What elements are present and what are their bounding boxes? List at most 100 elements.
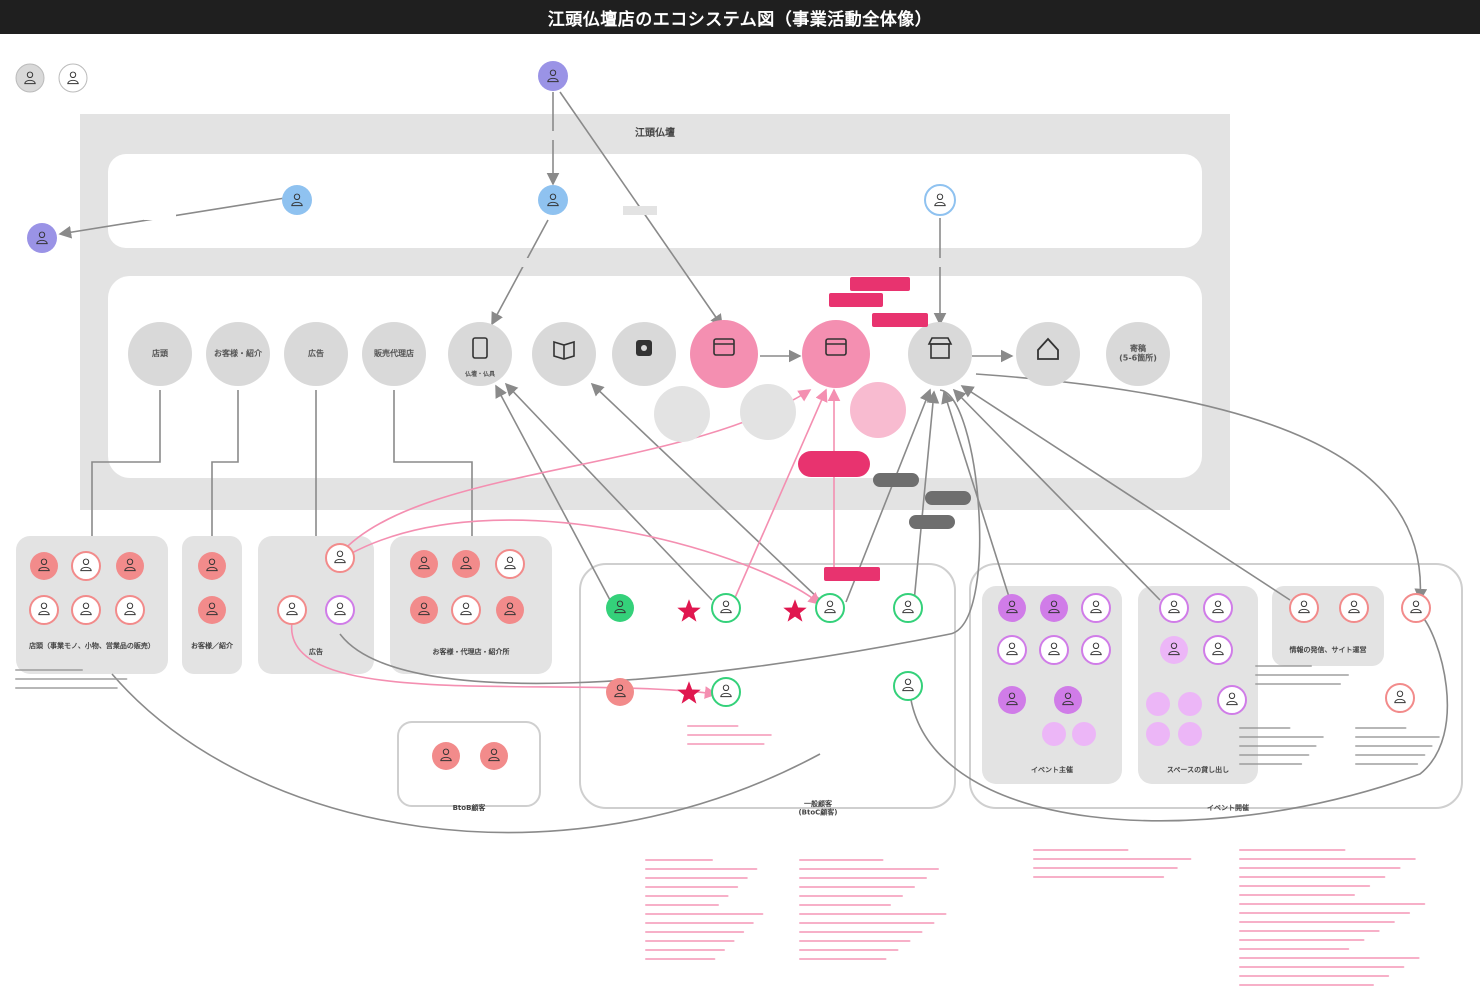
- media-node-label: お客様・紹介: [214, 348, 263, 358]
- group-labels: 店頭（事業モノ、小物、営業品の販売） お客様／紹介 広告 お客様・代理店・紹介所…: [29, 641, 1366, 816]
- media-node: [1016, 322, 1080, 386]
- media-node: [908, 322, 972, 386]
- person-node: [998, 594, 1026, 622]
- media-node: [612, 322, 676, 386]
- person-node: [1339, 593, 1369, 623]
- space-rental-label: スペースの貸し出し: [1167, 765, 1229, 774]
- person-node: [496, 596, 524, 624]
- pink-tag: [872, 313, 928, 327]
- person-node: [1203, 635, 1233, 665]
- person-node: [1289, 593, 1319, 623]
- company-label: 江頭仏壇: [635, 126, 675, 139]
- pink-tag: [798, 451, 870, 477]
- star-icon: [677, 599, 701, 622]
- media-node-label: 寄稿(5-6箇所): [1119, 343, 1157, 363]
- person-node: [495, 549, 525, 579]
- media-node: 寄稿(5-6箇所): [1106, 322, 1170, 386]
- person-node: [410, 596, 438, 624]
- person-node: [432, 742, 460, 770]
- star-icon: [677, 681, 701, 704]
- shop-icon: [927, 337, 953, 359]
- media-node: 仏壇・仏具: [448, 322, 512, 386]
- person-node: [116, 552, 144, 580]
- title-text: 江頭仏壇店のエコシステム図（事業活動全体像）: [547, 9, 933, 30]
- media-node: お客様・紹介: [206, 322, 270, 386]
- book-icon: [553, 340, 575, 360]
- tablet-icon: [472, 337, 488, 359]
- person-node: [998, 686, 1026, 714]
- person-node: [198, 596, 226, 624]
- person-node: [30, 552, 58, 580]
- small-node: [1042, 722, 1066, 746]
- media-node: 広告: [284, 322, 348, 386]
- person-node: [1081, 593, 1111, 623]
- small-node: [1072, 722, 1096, 746]
- pink-tag: [824, 567, 880, 581]
- sales-site-group: [1272, 586, 1384, 666]
- person-node: [451, 595, 481, 625]
- media-node-label: 広告: [308, 348, 324, 358]
- people: [29, 543, 1431, 770]
- tags: [798, 277, 971, 581]
- person-node: [1159, 593, 1189, 623]
- person-node: [893, 671, 923, 701]
- media-node: [690, 320, 758, 388]
- star-icon: [783, 599, 807, 622]
- person-node: [711, 677, 741, 707]
- person-node: [1039, 635, 1069, 665]
- person-node: [1040, 594, 1068, 622]
- person-node: [480, 742, 508, 770]
- media-node: 販売代理店: [362, 322, 426, 386]
- browser-icon: [825, 338, 847, 356]
- person-node: [71, 551, 101, 581]
- media-node-label: 店頭: [152, 348, 169, 358]
- person-node: [1385, 683, 1415, 713]
- person-node: [1160, 636, 1188, 664]
- media-node: 店頭: [128, 322, 192, 386]
- connector-labels: [144, 131, 948, 267]
- ads-group-label: 広告: [309, 647, 323, 656]
- person-node: [815, 593, 845, 623]
- top-nodes: [15, 61, 956, 253]
- store-group-label: 店頭（事業モノ、小物、営業品の販売）: [29, 641, 155, 650]
- pink-tag: [850, 277, 910, 291]
- dark-pill: [873, 473, 919, 487]
- person-node: [997, 635, 1027, 665]
- person-node: [198, 552, 226, 580]
- person-node: [1401, 593, 1431, 623]
- person-node: [115, 595, 145, 625]
- general-customer-label: 一般顧客(BtoC顧客): [798, 799, 837, 816]
- media-node-label: 販売代理店: [374, 348, 414, 358]
- event-label: イベント開催: [1207, 803, 1249, 812]
- person-node: [325, 543, 355, 573]
- person-node: [1203, 593, 1233, 623]
- browser-icon: [713, 338, 735, 356]
- event-frame: [969, 563, 1463, 809]
- small-node: [1178, 722, 1202, 746]
- person-node: [606, 678, 634, 706]
- person-node: [606, 594, 634, 622]
- stars: [677, 599, 807, 704]
- person-node: [71, 595, 101, 625]
- person-node: [893, 593, 923, 623]
- pink-tag: [829, 293, 883, 307]
- person-node: [325, 595, 355, 625]
- media-node: [532, 322, 596, 386]
- small-node: [1146, 692, 1170, 716]
- small-node: [1178, 692, 1202, 716]
- person-node: [29, 595, 59, 625]
- btob-label: BtoB顧客: [453, 803, 487, 812]
- small-node: [1146, 722, 1170, 746]
- person-node: [711, 593, 741, 623]
- media-node-label: 仏壇・仏具: [465, 370, 495, 378]
- home-icon: [1037, 337, 1059, 360]
- referral-group-label: お客様／紹介: [191, 641, 234, 650]
- person-node: [452, 550, 480, 578]
- person-node: [410, 550, 438, 578]
- btob-frame: [397, 721, 541, 807]
- person-node: [1054, 686, 1082, 714]
- phone-icon: [636, 340, 652, 356]
- page-title: 江頭仏壇店のエコシステム図（事業活動全体像）: [0, 0, 1480, 34]
- person-node: [277, 595, 307, 625]
